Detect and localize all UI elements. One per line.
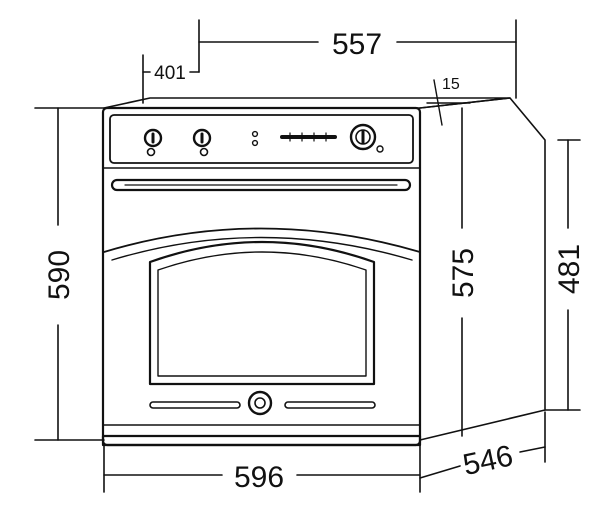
- dim-15-label: 15: [442, 76, 460, 93]
- indicator-light-bottom: [251, 139, 259, 147]
- oven-body: [101, 97, 546, 447]
- oven-door-inner-arch: [111, 236, 413, 261]
- indicator-light-top: [251, 130, 259, 138]
- dim-590-label: 590: [43, 250, 76, 300]
- vent-slot-right: [284, 401, 376, 409]
- dim-575-label: 575: [447, 248, 480, 298]
- dim-481-label: 481: [553, 244, 586, 294]
- oven-plinth: [101, 434, 422, 447]
- control-panel: [109, 114, 414, 164]
- vent-slot-left: [149, 401, 241, 409]
- oven-door: [103, 227, 421, 253]
- door-center-knob: [247, 390, 273, 416]
- control-knob-right: [349, 123, 384, 153]
- clock-display: [280, 132, 337, 142]
- control-knob-middle: [192, 128, 212, 157]
- dim-557-label: 557: [332, 28, 382, 61]
- dimension-lines: [34, 19, 581, 493]
- door-handle: [110, 178, 412, 192]
- oven-window: [148, 240, 376, 386]
- dim-401-label: 401: [154, 63, 186, 84]
- dim-596-label: 596: [234, 461, 284, 494]
- oven-side-panel: [419, 97, 546, 441]
- control-knob-left: [143, 128, 163, 157]
- dim-546-label: 546: [460, 439, 516, 482]
